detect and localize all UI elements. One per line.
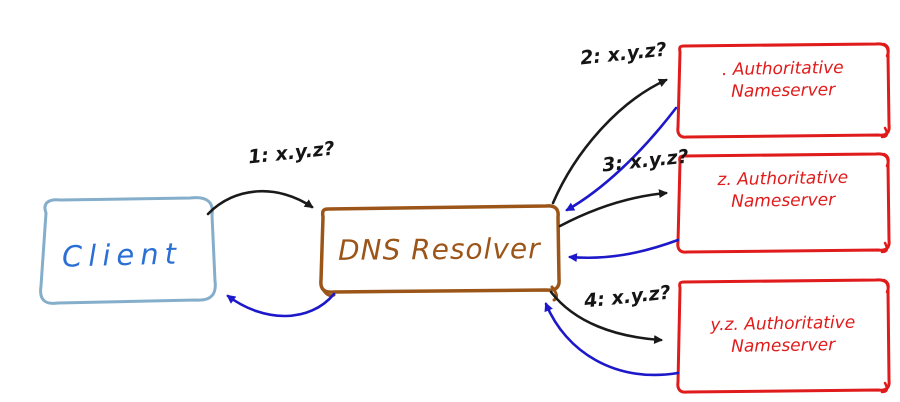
root-nameserver-label: . Authoritative Nameserver (680, 56, 887, 104)
z-nameserver-box-sketch (880, 152, 890, 254)
query-2-arrow (551, 78, 668, 205)
response-2-arrow (565, 106, 678, 212)
root-nameserver-label-line1: . Authoritative (721, 57, 844, 81)
yz-nameserver-box-sketch (880, 278, 890, 394)
z-nameserver-label-line1: z. Authoritative (717, 167, 849, 191)
client-box (39, 196, 217, 305)
yz-nameserver-label: y.z. Authoritative Nameserver (680, 311, 887, 359)
yz-nameserver-label-line1: y.z. Authoritative (710, 312, 856, 336)
dns-resolver-box (319, 204, 561, 294)
query-4-arrow (549, 290, 663, 345)
root-nameserver-label-line2: Nameserver (731, 80, 836, 102)
client-label: Client (61, 236, 183, 274)
root-nameserver-box-sketch (880, 42, 890, 139)
query-3-arrow (558, 189, 668, 228)
query-1-arrow (206, 190, 314, 216)
yz-nameserver-label-line2: Nameserver (731, 335, 836, 357)
response-1-arrow (226, 292, 336, 318)
dns-resolver-label: DNS Resolver (337, 232, 541, 267)
z-nameserver-label-line2: Nameserver (731, 190, 836, 212)
response-3-arrow (568, 238, 680, 263)
response-4-arrow (544, 302, 680, 377)
z-nameserver-label: z. Authoritative Nameserver (680, 166, 887, 214)
